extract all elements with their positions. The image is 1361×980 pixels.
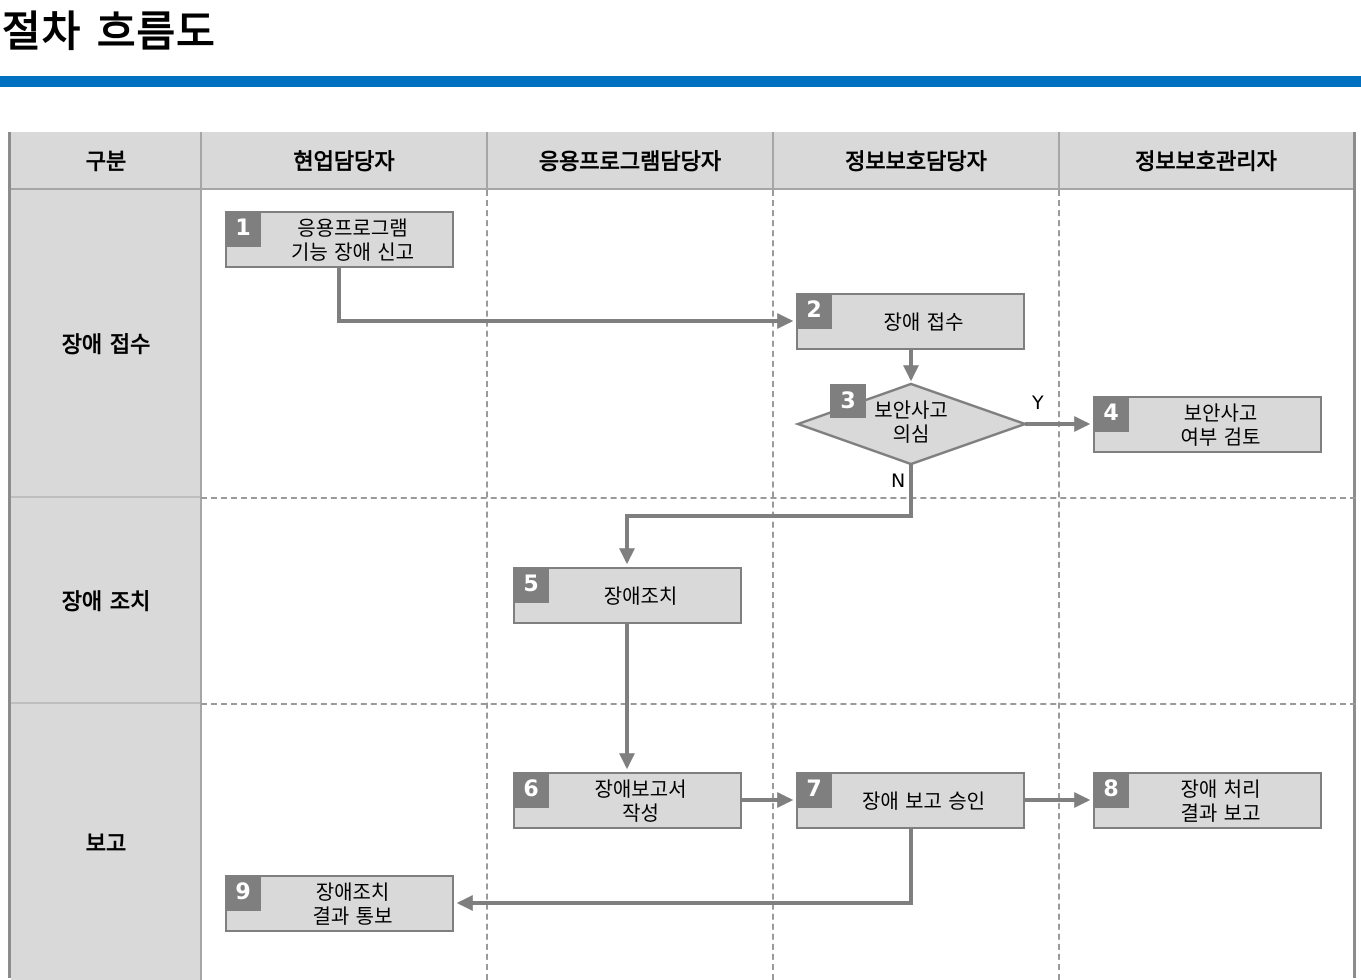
- header-business-staff: 현업담당자: [201, 132, 487, 190]
- step-number: 9: [225, 875, 261, 911]
- step-2-box: 2 장애 접수: [796, 293, 1025, 350]
- step-8-box: 8 장애 처리 결과 보고: [1093, 772, 1322, 829]
- column-divider: [486, 132, 488, 190]
- row-label-report: 보고: [11, 704, 201, 980]
- header-security-manager: 정보보호관리자: [1059, 132, 1353, 190]
- lane-divider: [772, 190, 774, 980]
- arrow-1-to-2: [337, 267, 794, 329]
- step-3-decision-text: 보안사고 의심: [874, 398, 948, 446]
- step-text: 장애조치 결과 통보: [312, 879, 393, 928]
- step-text: 장애조치: [603, 583, 678, 608]
- step-6-box: 6 장애보고서 작성: [513, 772, 742, 829]
- lane-divider: [1058, 190, 1060, 980]
- step-text: 응용프로그램 기능 장애 신고: [290, 215, 415, 264]
- step-7-box: 7 장애 보고 승인: [796, 772, 1025, 829]
- step-number: 1: [225, 211, 261, 247]
- row-divider: [201, 497, 1356, 499]
- lane-divider: [486, 190, 488, 980]
- column-divider: [772, 132, 774, 190]
- step-number: 2: [796, 293, 832, 329]
- row-label-action: 장애 조치: [11, 498, 201, 704]
- step-text: 장애 보고 승인: [861, 788, 986, 813]
- row-label-receipt: 장애 접수: [11, 190, 201, 498]
- step-number: 6: [513, 772, 549, 808]
- title-underline: [0, 76, 1361, 87]
- column-divider: [1058, 132, 1060, 190]
- step-4-box: 4 보안사고 여부 검토: [1093, 396, 1322, 453]
- step-number: 3: [830, 384, 866, 418]
- header-security-staff: 정보보호담당자: [773, 132, 1059, 190]
- step-1-box: 1 응용프로그램 기능 장애 신고: [225, 211, 454, 268]
- column-divider: [200, 132, 202, 980]
- row-divider: [201, 703, 1356, 705]
- header-category: 구분: [11, 132, 201, 190]
- arrow-3-to-5: [619, 464, 913, 565]
- step-9-box: 9 장애조치 결과 통보: [225, 875, 454, 932]
- step-text: 장애 처리 결과 보고: [1180, 776, 1261, 825]
- branch-label-yes: Y: [1032, 392, 1044, 414]
- step-text: 장애보고서 작성: [594, 776, 687, 825]
- step-text: 장애 접수: [883, 309, 964, 334]
- page-title: 절차 흐름도: [2, 7, 216, 56]
- step-text: 보안사고 여부 검토: [1180, 400, 1261, 449]
- step-number: 4: [1093, 396, 1129, 432]
- step-5-box: 5 장애조치: [513, 567, 742, 624]
- step-number: 7: [796, 772, 832, 808]
- branch-label-no: N: [891, 470, 906, 492]
- step-number: 5: [513, 567, 549, 603]
- header-app-staff: 응용프로그램담당자: [487, 132, 773, 190]
- arrow-7-to-9: [456, 828, 913, 911]
- step-number: 8: [1093, 772, 1129, 808]
